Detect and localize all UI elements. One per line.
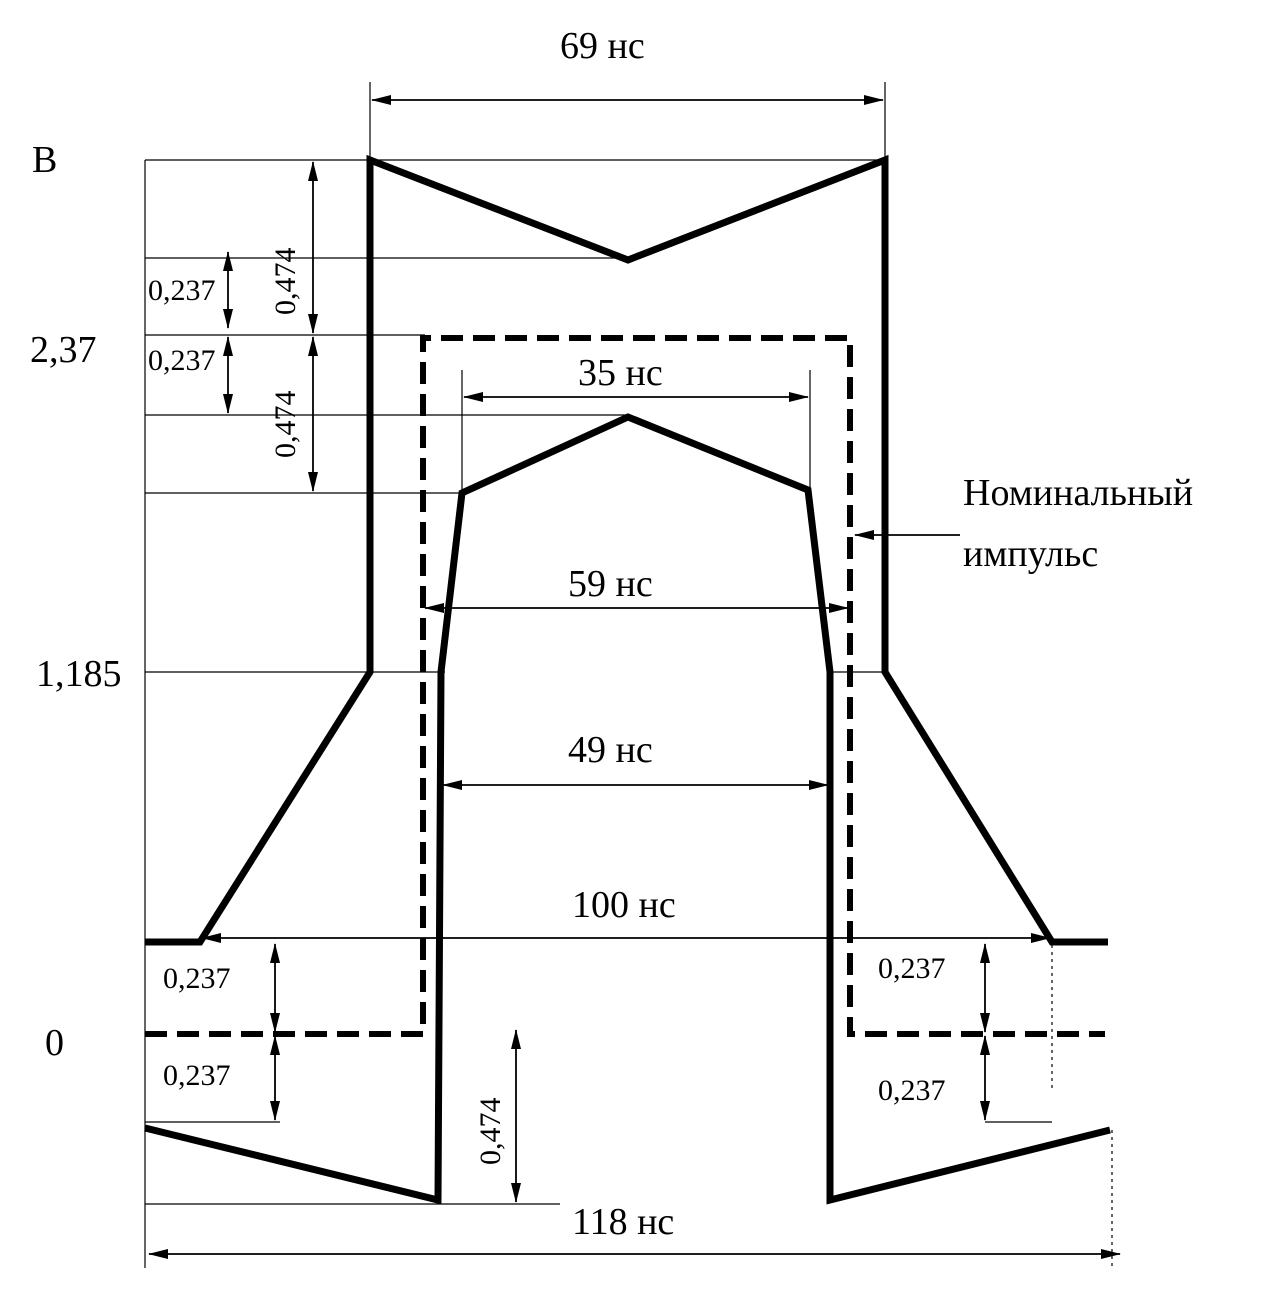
width-label-59: 59 нс	[568, 563, 653, 605]
width-label-118: 118 нс	[572, 1201, 674, 1243]
nominal-pulse	[145, 335, 1105, 1037]
width-dimensions	[148, 95, 1121, 1259]
axis-unit-label: В	[32, 139, 57, 181]
lower-mask-outline	[144, 413, 1111, 1205]
dim-label-0237-br-bot: 0,237	[878, 1074, 946, 1107]
dim-label-0237-a: 0,237	[148, 274, 216, 307]
width-label-100: 100 нс	[572, 884, 676, 926]
width-label-35: 35 нс	[578, 352, 663, 394]
level-label-2-37: 2,37	[30, 329, 97, 371]
dim-label-0237-br-top: 0,237	[878, 952, 946, 985]
width-label-69: 69 нс	[560, 25, 645, 67]
dim-label-0474-bottom: 0,474	[474, 1098, 507, 1166]
upper-mask-outline	[145, 154, 1108, 946]
dim-label-0237-b: 0,237	[148, 344, 216, 377]
level-label-1-185: 1,185	[36, 653, 122, 695]
width-label-49: 49 нс	[568, 729, 653, 771]
dim-label-0237-bl-bot: 0,237	[163, 1059, 231, 1092]
nominal-pulse-label-line2: импульс	[963, 533, 1098, 575]
level-label-0: 0	[45, 1022, 64, 1064]
nominal-pulse-label-line1: Номинальный	[963, 472, 1193, 514]
dim-label-0474-mid: 0,474	[269, 391, 302, 459]
height-dimensions	[223, 161, 990, 1203]
dim-label-0474-top: 0,474	[269, 248, 302, 316]
dim-label-0237-bl-top: 0,237	[163, 962, 231, 995]
labels: В 2,37 1,185 0 69 нс 35 нс 59 нс 49 нс 1…	[30, 25, 1193, 1243]
